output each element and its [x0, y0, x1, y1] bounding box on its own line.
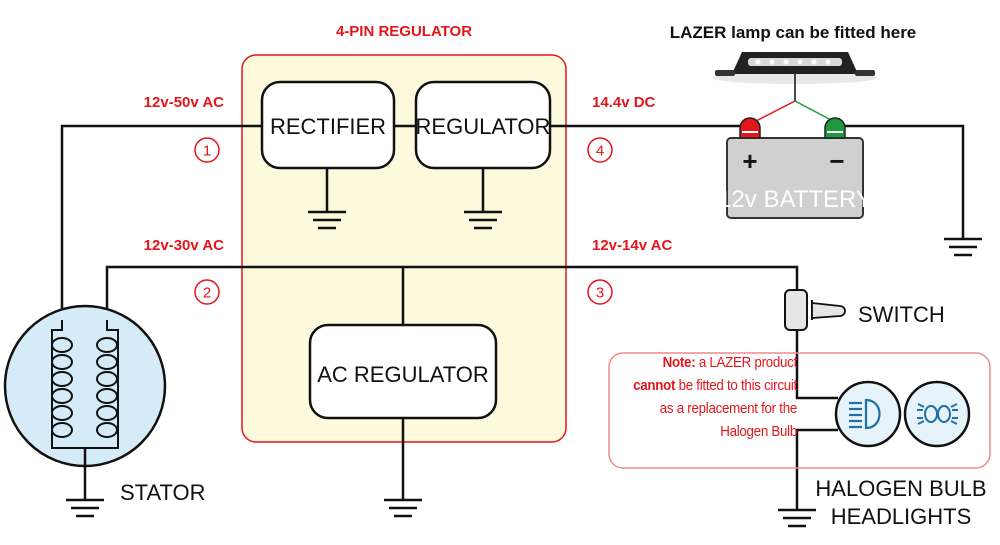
note-prefix: Note:	[662, 355, 696, 371]
rectifier-block: RECTIFIER	[260, 80, 396, 170]
ground-icon	[464, 168, 502, 230]
regulator-label: REGULATOR	[416, 114, 551, 139]
note-bold-word: cannot	[633, 378, 676, 394]
lamp-positive-lead	[755, 100, 796, 122]
note-text-2: be fitted to this circuit as a replaceme…	[659, 378, 798, 440]
negative-terminal	[824, 117, 846, 139]
wire-headlight-ground	[795, 428, 838, 510]
note-text: Note: a LAZER product cannot be fitted t…	[627, 352, 797, 444]
wire-switch-headlight	[795, 330, 838, 400]
ground-icon	[944, 237, 982, 257]
headlights-label-line1: HALOGEN BULB	[815, 476, 986, 501]
ground-icon	[66, 498, 104, 518]
halogen-bulb-icon	[917, 403, 958, 425]
voltage-label-3: 12v-14v AC	[592, 237, 672, 254]
toggle-switch	[784, 289, 846, 331]
ac-regulator-block: AC REGULATOR	[308, 323, 498, 420]
ac-regulator-label: AC REGULATOR	[317, 362, 489, 387]
wire-2-3	[105, 265, 799, 320]
lamp-caption: LAZER lamp can be fitted here	[670, 23, 917, 42]
ground-icon	[778, 508, 816, 528]
headlights-label-line2: HEADLIGHTS	[831, 504, 972, 529]
rectifier-label: RECTIFIER	[270, 114, 386, 139]
voltage-label-2: 12v-30v AC	[144, 237, 224, 254]
svg-text:3: 3	[596, 285, 604, 302]
voltage-label-1: 12v-50v AC	[144, 94, 224, 111]
pin-number-3: 3	[587, 279, 613, 305]
positive-symbol: +	[742, 146, 757, 176]
voltage-label-4: 14.4v DC	[592, 94, 656, 111]
negative-symbol: −	[829, 146, 844, 176]
ground-icon	[308, 168, 346, 230]
battery-label: 12v BATTERY	[718, 186, 872, 213]
battery: + − 12v BATTERY	[718, 117, 872, 219]
wire-1	[60, 124, 262, 320]
lamp-negative-lead	[794, 100, 834, 122]
stator-label: STATOR	[120, 480, 206, 505]
pin-number-2: 2	[194, 279, 220, 305]
note-box	[608, 352, 991, 469]
svg-text:1: 1	[203, 143, 211, 160]
svg-text:2: 2	[203, 285, 211, 302]
ground-icon	[384, 498, 422, 518]
svg-text:4: 4	[596, 143, 604, 160]
regulator-group-title: 4-PIN REGULATOR	[336, 23, 472, 40]
positive-terminal	[739, 117, 761, 139]
low-beam-headlight	[834, 380, 902, 448]
switch-label: SWITCH	[858, 302, 945, 327]
note-text-1: a LAZER product	[695, 355, 797, 371]
halogen-bulb	[903, 380, 971, 448]
pin-number-1: 1	[194, 137, 220, 163]
pin-number-4: 4	[587, 137, 613, 163]
regulator-block: REGULATOR	[414, 80, 552, 170]
wire-battery-ground	[835, 124, 965, 238]
low-beam-headlight-icon	[849, 398, 881, 430]
stator	[3, 304, 167, 518]
